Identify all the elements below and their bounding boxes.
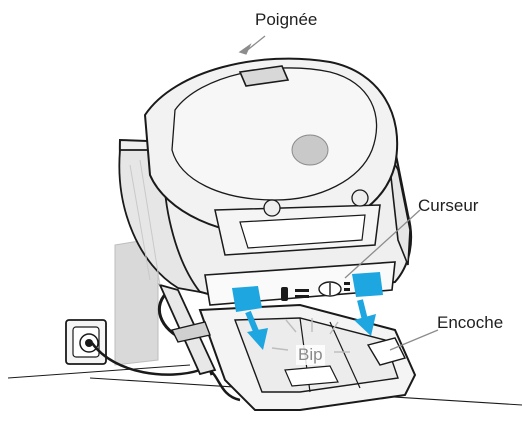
- wall-socket: [66, 320, 106, 364]
- label-notch: Encoche: [437, 313, 503, 333]
- accent-right: [352, 272, 383, 297]
- label-beep: Bip: [296, 345, 325, 365]
- label-handle: Poignée: [255, 10, 317, 30]
- dome: [292, 135, 328, 165]
- label-slider: Curseur: [418, 196, 478, 216]
- accent-left: [232, 286, 262, 312]
